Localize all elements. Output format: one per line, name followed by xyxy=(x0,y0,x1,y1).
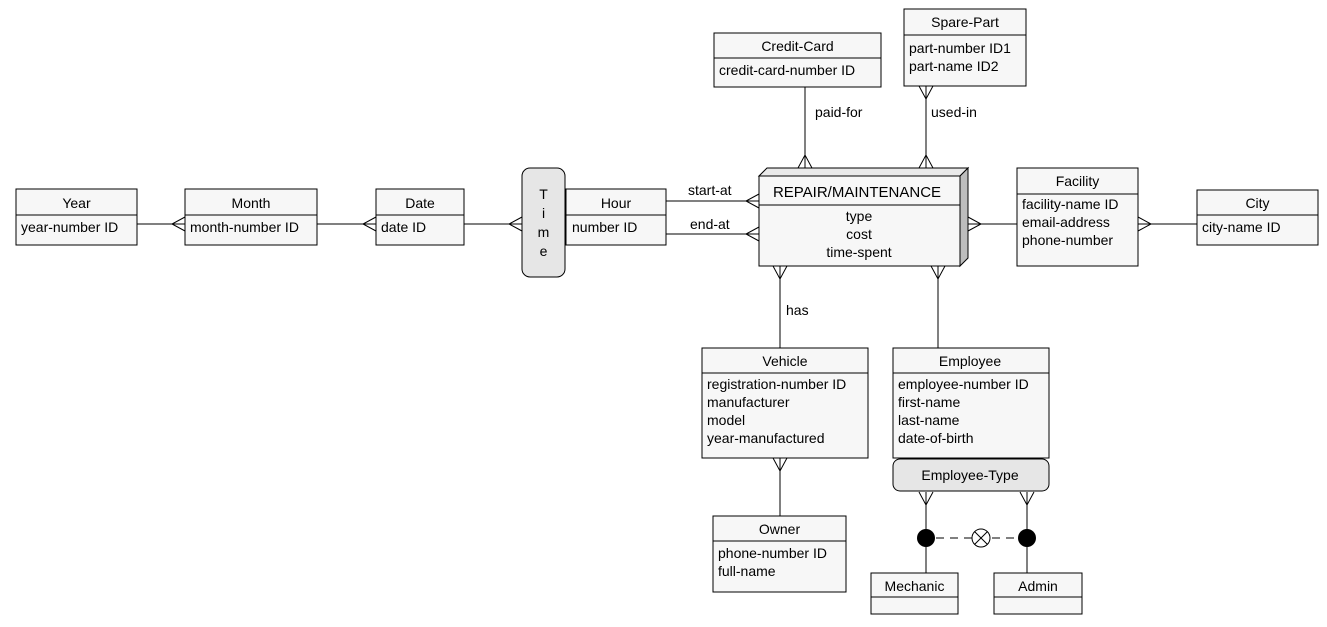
entity-title: Admin xyxy=(1018,578,1058,594)
entity-title: Spare-Part xyxy=(931,14,999,30)
entity-attribute: year-number ID xyxy=(21,219,118,235)
entity-facility: Facility facility-name ID email-address … xyxy=(1016,167,1139,267)
entity-attribute: time-spent xyxy=(826,244,891,260)
crowfoot-has xyxy=(772,265,788,281)
crowfoot-repair-employee xyxy=(930,265,946,281)
entity-title: Employee-Type xyxy=(921,467,1018,483)
entity-city: City city-name ID xyxy=(1196,189,1319,246)
entity-attribute: year-manufactured xyxy=(707,430,825,446)
entity-title: City xyxy=(1245,195,1269,211)
entity-title: REPAIR/MAINTENANCE xyxy=(773,184,941,201)
entity-title: Month xyxy=(232,195,271,211)
entity-title: Year xyxy=(62,195,91,211)
crowfoot-paid-for xyxy=(797,153,813,169)
crowfoot-used-in-bottom xyxy=(918,153,934,169)
time-letter: T xyxy=(539,186,548,202)
crowfoot-vehicle-owner xyxy=(772,457,788,473)
time-letter: i xyxy=(542,205,545,221)
crowfoot-date xyxy=(361,216,377,232)
entity-title: Owner xyxy=(759,521,801,537)
time-letter: m xyxy=(538,224,550,240)
entity-attribute: city-name ID xyxy=(1202,219,1281,235)
crowfoot-admin xyxy=(1019,491,1035,507)
crowfoot-facility-side xyxy=(1137,216,1153,232)
entity-attribute: last-name xyxy=(898,412,960,428)
entity-title: Mechanic xyxy=(885,578,945,594)
entity-owner: Owner phone-number ID full-name xyxy=(712,515,847,593)
entity-month: Month month-number ID xyxy=(184,188,318,246)
entity-admin: Admin xyxy=(993,572,1083,615)
entity-attribute: manufacturer xyxy=(707,394,790,410)
entity-mechanic: Mechanic xyxy=(870,572,959,615)
crowfoot-used-in-top xyxy=(918,85,934,101)
entity-attribute: date ID xyxy=(381,219,426,235)
entity-employee-type: Employee-Type xyxy=(892,458,1050,492)
label-start-at: start-at xyxy=(688,182,732,198)
entity-date: Date date ID xyxy=(375,188,465,246)
entity-attribute: first-name xyxy=(898,394,960,410)
entity-employee: Employee employee-number ID first-name l… xyxy=(892,347,1050,459)
entity-attribute: part-name ID2 xyxy=(909,58,999,74)
entity-year: Year year-number ID xyxy=(15,188,138,246)
entity-attribute: facility-name ID xyxy=(1022,196,1118,212)
crowfoot-end-at xyxy=(744,226,760,242)
entity-title: Credit-Card xyxy=(761,38,833,54)
entity-attribute: part-number ID1 xyxy=(909,40,1011,56)
entity-title: Vehicle xyxy=(762,353,807,369)
entity-attribute: credit-card-number ID xyxy=(719,62,855,78)
time-letter: e xyxy=(540,243,548,259)
subtype-dot-mechanic xyxy=(917,529,935,547)
entity-credit-card: Credit-Card credit-card-number ID xyxy=(713,32,882,88)
entity-attribute: date-of-birth xyxy=(898,430,973,446)
entity-attribute: type xyxy=(846,208,873,224)
label-paid-for: paid-for xyxy=(815,104,863,120)
entity-title: Date xyxy=(405,195,435,211)
entity-attribute: phone-number ID xyxy=(718,545,827,561)
connectors xyxy=(137,85,1197,573)
entity-attribute: number ID xyxy=(572,219,637,235)
entity-title: Employee xyxy=(939,353,1001,369)
crowfoot-repair-side xyxy=(967,216,983,232)
label-used-in: used-in xyxy=(931,104,977,120)
entity-attribute: full-name xyxy=(718,563,776,579)
crowfoot-month xyxy=(170,216,186,232)
entity-attribute: employee-number ID xyxy=(898,376,1029,392)
entity-spare-part: Spare-Part part-number ID1 part-name ID2 xyxy=(903,8,1027,87)
entity-attribute: phone-number xyxy=(1022,232,1113,248)
entity-title: Facility xyxy=(1056,173,1100,189)
entity-attribute: registration-number ID xyxy=(707,376,846,392)
entity-repair-maintenance: REPAIR/MAINTENANCE type cost time-spent xyxy=(757,166,970,268)
subtype-dot-admin xyxy=(1018,529,1036,547)
entity-vehicle: Vehicle registration-number ID manufactu… xyxy=(701,347,869,459)
entity-attribute: month-number ID xyxy=(190,219,299,235)
crowfoot-start-at xyxy=(744,193,760,209)
entity-attribute: cost xyxy=(846,226,872,242)
entity-title: Hour xyxy=(601,195,632,211)
label-end-at: end-at xyxy=(690,216,730,232)
entity-attribute: email-address xyxy=(1022,214,1110,230)
crowfoot-time xyxy=(507,216,523,232)
entity-attribute: model xyxy=(707,412,745,428)
entity-hour: Hour number ID xyxy=(565,188,667,246)
crowfoot-mechanic xyxy=(918,491,934,507)
label-has: has xyxy=(786,302,809,318)
entity-time: T i m e xyxy=(521,167,566,278)
